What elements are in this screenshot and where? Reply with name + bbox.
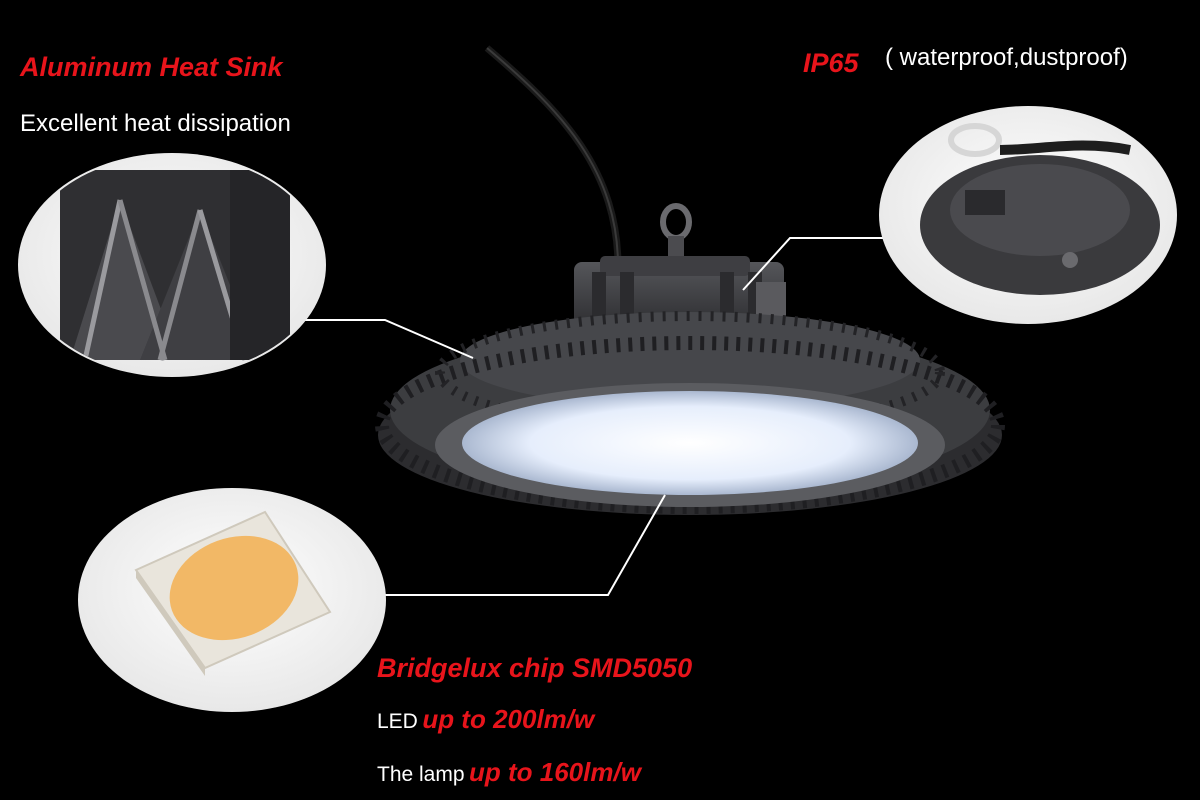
- lamp-efficacy-line: The lamp up to 160lm/w: [377, 757, 641, 788]
- ip65-detail-circle: [879, 106, 1177, 324]
- lamp-efficacy-value: up to 160lm/w: [469, 757, 641, 787]
- eye-bolt: [660, 203, 692, 264]
- chip-detail-circle: [78, 488, 386, 712]
- led-efficacy-value: up to 200lm/w: [422, 704, 595, 734]
- callout-line-chip: [384, 494, 666, 596]
- chip-phosphor: [169, 535, 299, 641]
- led-panel: [462, 391, 918, 495]
- ip65-description: ( waterproof,dustproof): [885, 44, 1128, 71]
- heat-sink-detail-circle: [18, 153, 326, 377]
- ip65-title: IP65: [803, 48, 859, 78]
- callout-line-ip65: [742, 237, 888, 291]
- power-cable: [484, 45, 622, 273]
- led-label: LED: [377, 710, 418, 733]
- lamp-label: The lamp: [377, 763, 465, 786]
- led-efficacy-line: LED up to 200lm/w: [377, 704, 594, 735]
- lamp-body: [375, 311, 1005, 515]
- heat-sink-description: Excellent heat dissipation: [20, 110, 291, 137]
- callout-line-heat-sink: [305, 319, 474, 359]
- chip-title: Bridgelux chip SMD5050: [377, 653, 693, 683]
- heat-sink-title: Aluminum Heat Sink: [20, 52, 283, 82]
